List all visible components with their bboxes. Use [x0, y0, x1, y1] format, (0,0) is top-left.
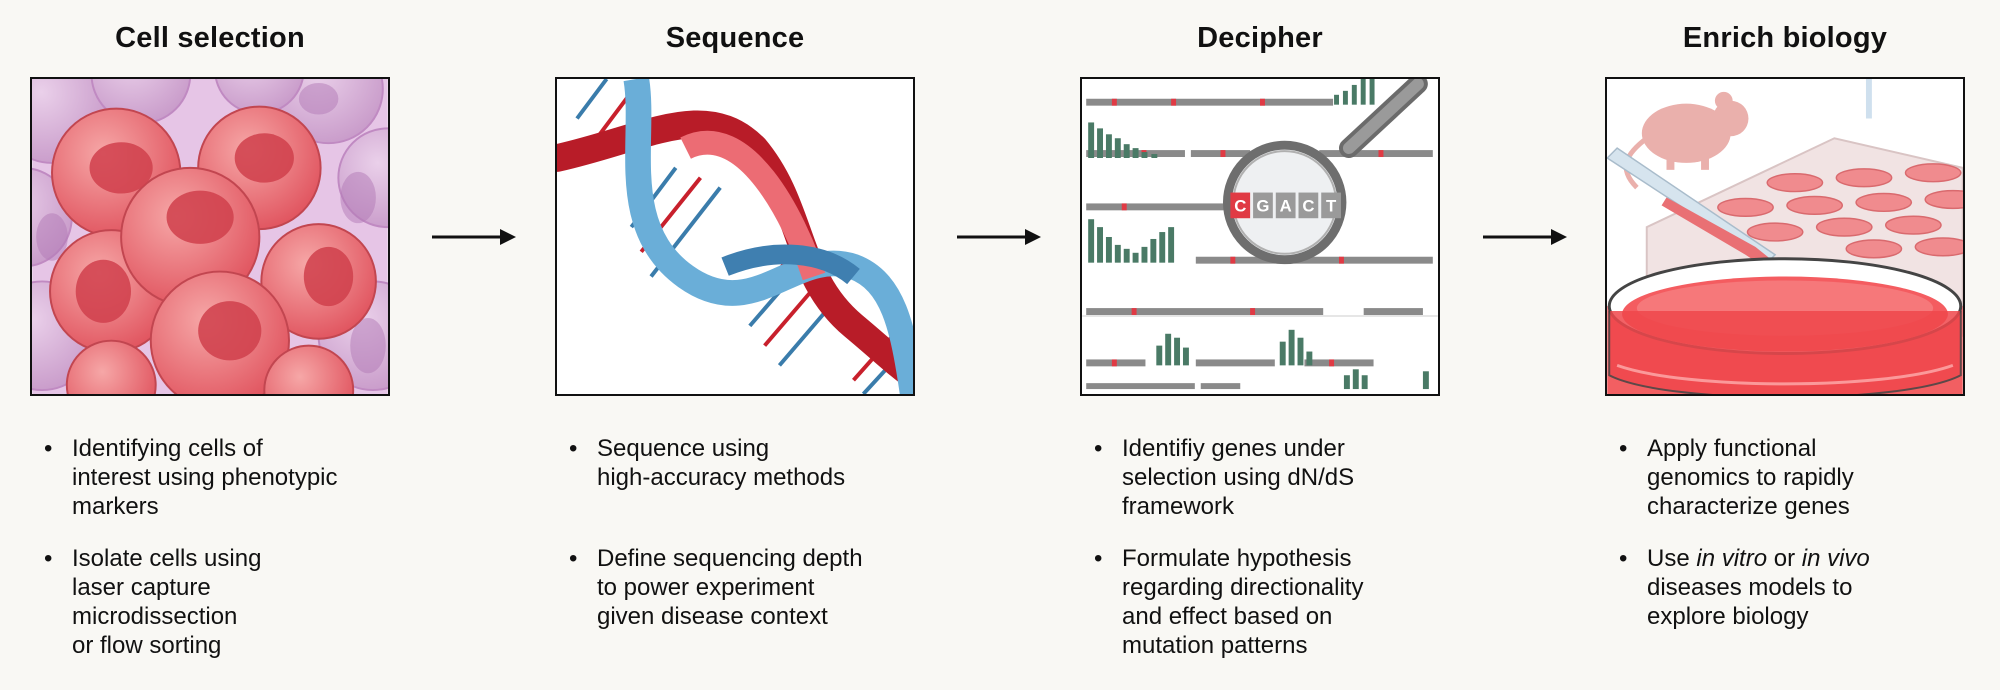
magnifier-base: C [1234, 196, 1246, 215]
right-arrow-icon [1483, 229, 1567, 245]
stage-title: Sequence [665, 22, 805, 54]
enrich-biology-illustration [1605, 77, 1965, 396]
magnifier-base: T [1326, 196, 1337, 215]
magnifier-icon: C G A C T [1222, 79, 1428, 265]
dna-helix-icon [557, 79, 913, 394]
right-arrow-icon [432, 229, 516, 245]
mouse-icon [1623, 91, 1749, 190]
cells-image [32, 79, 388, 394]
lab-models-image [1607, 79, 1963, 394]
magnifier-base: A [1280, 196, 1292, 215]
magnifier-base: G [1256, 196, 1269, 215]
petri-dish-icon [1607, 257, 1963, 394]
stage-title: Decipher [1197, 22, 1323, 54]
stage-title: Cell selection [115, 22, 305, 54]
sequence-illustration [555, 77, 915, 396]
cell-selection-illustration [30, 77, 390, 396]
magnifier-base: C [1302, 196, 1314, 215]
decipher-illustration: C G A C T [1080, 77, 1440, 396]
sequence-reads-image: C G A C T [1082, 79, 1438, 394]
stage-title: Enrich biology [1682, 22, 1888, 54]
right-arrow-icon [957, 229, 1041, 245]
